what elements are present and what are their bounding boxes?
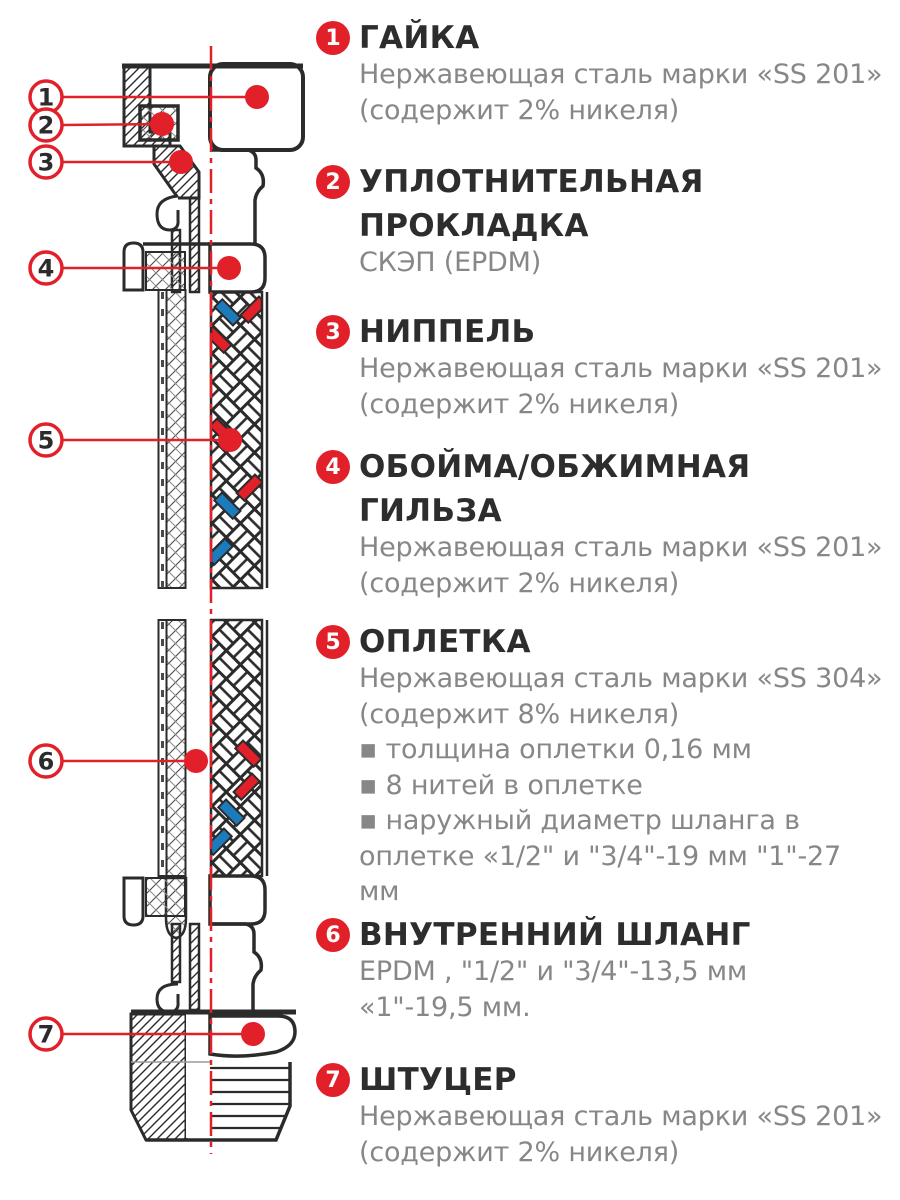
crimp-sleeve-bottom	[122, 874, 267, 927]
callout-number: 7	[38, 1021, 55, 1049]
item-title: ВНУТРЕННИЙ ШЛАНГ	[359, 917, 751, 953]
callout-5: 5	[28, 422, 242, 458]
item-desc: Нержавеющая сталь марки «SS 201» (содерж…	[359, 353, 883, 420]
legend-item-nut: 1 ГАЙКА Нержавеющая сталь марки «SS 201»…	[316, 16, 886, 128]
legend-item-gasket: 2 УПЛОТНИТЕЛЬНАЯ ПРОКЛАДКА СКЭП (EPDM)	[316, 160, 886, 281]
callout-number: 4	[38, 255, 55, 283]
nipple-section-bottom	[155, 922, 264, 1014]
item-number-badge: 7	[316, 1063, 350, 1097]
callout-number: 5	[38, 427, 55, 455]
item-number-badge: 3	[316, 315, 350, 349]
item-desc: Нержавеющая сталь марки «SS 304» (содерж…	[359, 663, 883, 907]
item-number-badge: 5	[316, 625, 350, 659]
item-desc: EPDM , "1/2" и "3/4"-13,5 мм «1"-19,5 мм…	[359, 956, 748, 1023]
item-title: НИППЕЛЬ	[359, 314, 536, 350]
item-title: ОБОЙМА/ОБЖИМНАЯ ГИЛЬЗА	[359, 449, 751, 529]
callout-4: 4	[28, 250, 241, 286]
callout-6: 6	[28, 743, 208, 779]
item-desc: Нержавеющая сталь марки «SS 201» (содерж…	[359, 532, 883, 599]
callouts: 1 2 3 4	[28, 79, 269, 1052]
item-number-badge: 6	[316, 918, 350, 952]
item-desc: Нержавеющая сталь марки «SS 201» (содерж…	[359, 1101, 883, 1168]
item-title: УПЛОТНИТЕЛЬНАЯ ПРОКЛАДКА	[359, 164, 704, 244]
callout-1: 1	[28, 79, 269, 115]
item-number-badge: 1	[316, 21, 350, 55]
braid-outer-bottom-run	[209, 618, 269, 878]
callout-7: 7	[28, 1016, 265, 1052]
legend-item-fitting: 7 ШТУЦЕР Нержавеющая сталь марки «SS 201…	[316, 1058, 886, 1170]
callout-number: 6	[38, 748, 55, 776]
item-number-badge: 4	[316, 450, 350, 484]
item-desc: СКЭП (EPDM)	[359, 247, 542, 278]
callout-number: 3	[38, 149, 55, 177]
item-title: ГАЙКА	[359, 20, 480, 56]
hose-cross-section-diagram: 1 2 3 4	[28, 46, 305, 1154]
legend-item-braid: 5 ОПЛЕТКА Нержавеющая сталь марки «SS 30…	[316, 620, 886, 910]
legend-item-inner-hose: 6 ВНУТРЕННИЙ ШЛАНГ EPDM , "1/2" и "3/4"-…	[316, 913, 886, 1025]
item-title: ШТУЦЕР	[359, 1062, 517, 1098]
callout-2: 2	[28, 107, 174, 143]
callout-number: 2	[38, 112, 55, 140]
legend-item-nipple: 3 НИППЕЛЬ Нержавеющая сталь марки «SS 20…	[316, 310, 886, 422]
item-desc: Нержавеющая сталь марки «SS 201» (содерж…	[359, 59, 883, 126]
item-title: ОПЛЕТКА	[359, 624, 531, 660]
callout-3: 3	[28, 144, 193, 180]
callout-number: 1	[38, 84, 55, 112]
legend-item-sleeve: 4 ОБОЙМА/ОБЖИМНАЯ ГИЛЬЗА Нержавеющая ста…	[316, 445, 886, 601]
item-number-badge: 2	[316, 165, 350, 199]
